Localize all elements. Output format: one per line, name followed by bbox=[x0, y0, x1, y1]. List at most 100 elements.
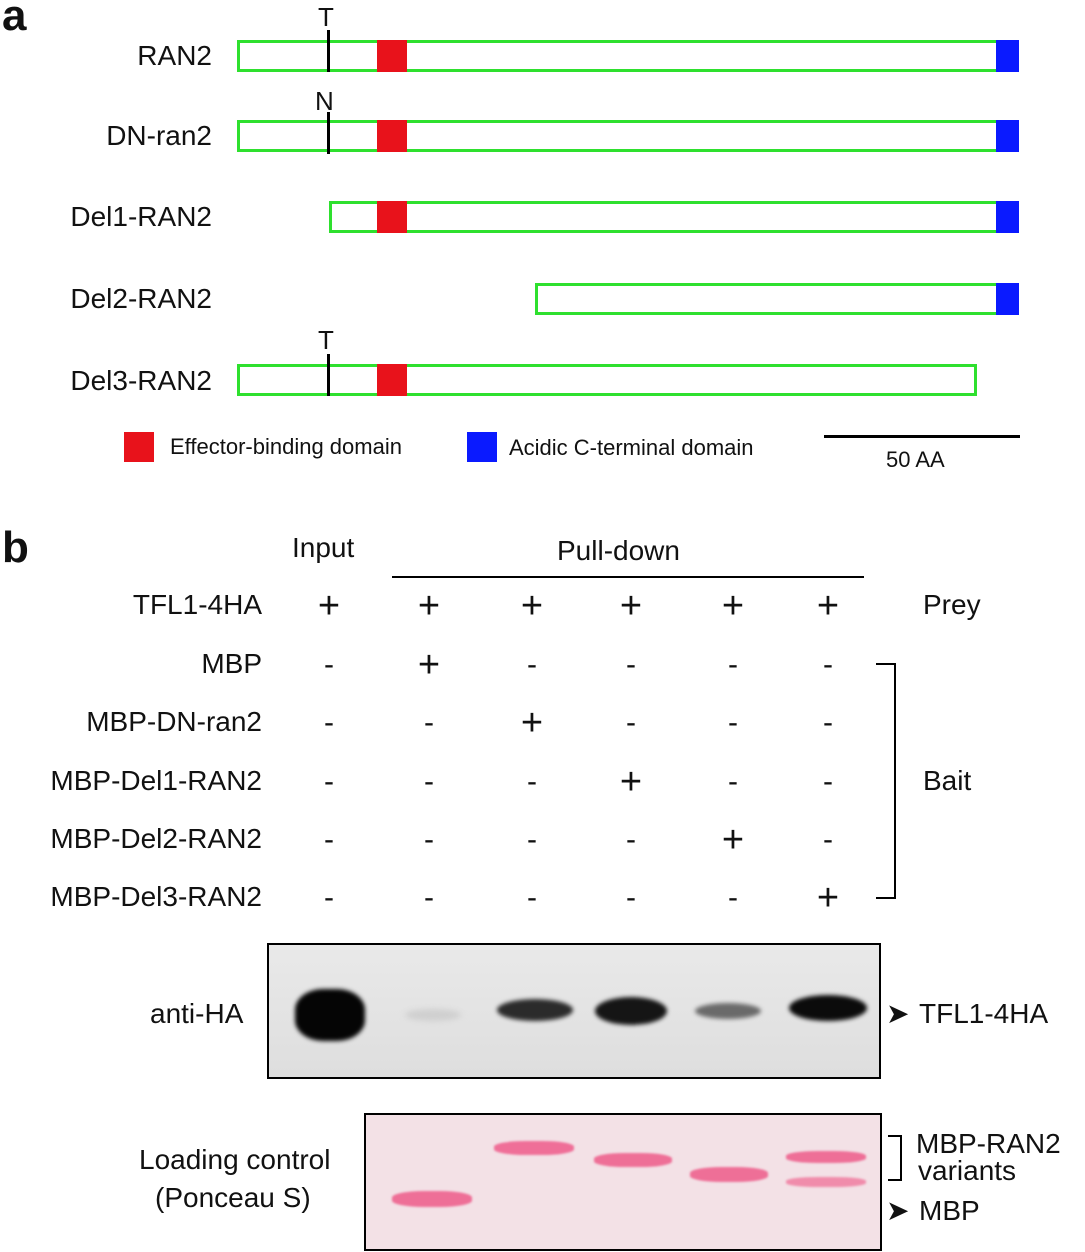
mbp-band-label: MBP bbox=[919, 1195, 980, 1226]
input-header: Input bbox=[292, 532, 355, 563]
legend-effector-label: Effector-binding domain bbox=[170, 434, 402, 459]
row-label: MBP-Del1-RAN2 bbox=[50, 765, 262, 796]
sign-cell: - bbox=[728, 765, 738, 798]
sign-cell: - bbox=[424, 706, 434, 739]
sign-cell: - bbox=[527, 648, 537, 681]
sign-cell: - bbox=[424, 823, 434, 856]
antiha-band-label: TFL1-4HA bbox=[919, 998, 1049, 1029]
band-lane-del2 bbox=[695, 1003, 761, 1019]
row-label: MBP-DN-ran2 bbox=[86, 706, 262, 737]
sign-cell: - bbox=[823, 706, 833, 739]
sign-cell: - bbox=[626, 648, 636, 681]
mbp-ran2-label-line1: MBP-RAN2 bbox=[916, 1128, 1061, 1159]
sign-cell: + bbox=[721, 819, 745, 861]
sign-cell: + bbox=[619, 585, 643, 627]
sign-cell: - bbox=[626, 881, 636, 914]
ponceau-band-dn bbox=[494, 1141, 574, 1155]
sign-cell: - bbox=[324, 881, 334, 914]
ponceau-band-del2 bbox=[690, 1167, 768, 1182]
sign-cell: + bbox=[520, 702, 544, 744]
row-label: MBP-Del2-RAN2 bbox=[50, 823, 262, 854]
effector-domain-dn-ran2 bbox=[377, 120, 407, 152]
mutation-line-ran2 bbox=[327, 30, 330, 72]
band-lane-mbp bbox=[405, 1009, 461, 1021]
sign-cell: + bbox=[317, 585, 341, 627]
band-lane-del1 bbox=[595, 997, 667, 1025]
sign-cell: - bbox=[823, 765, 833, 798]
ponceau-band-del3-lower bbox=[786, 1177, 866, 1187]
sign-cell: + bbox=[520, 585, 544, 627]
sign-cell: - bbox=[626, 706, 636, 739]
construct-label-del2-ran2: Del2-RAN2 bbox=[70, 283, 212, 314]
effector-domain-del3-ran2 bbox=[377, 364, 407, 396]
band-lane-dn bbox=[497, 999, 573, 1021]
pulldown-header: Pull-down bbox=[557, 535, 680, 566]
row-label: MBP-Del3-RAN2 bbox=[50, 881, 262, 912]
mbp-band-arrow: ➤ bbox=[886, 1195, 910, 1226]
sign-cell: + bbox=[816, 877, 840, 919]
acidic-domain-dn-ran2 bbox=[996, 120, 1019, 152]
scale-bar-label: 50 AA bbox=[886, 447, 945, 472]
ponceau-band-del3 bbox=[786, 1151, 866, 1163]
mutation-letter-del3-ran2: T bbox=[318, 325, 334, 355]
ponceau-band-del1 bbox=[594, 1153, 672, 1167]
effector-domain-del1-ran2 bbox=[377, 201, 407, 233]
mutation-line-del3-ran2 bbox=[327, 354, 330, 396]
construct-bar-del3-ran2 bbox=[237, 364, 977, 396]
legend-effector-swatch bbox=[124, 432, 154, 462]
sign-cell: + bbox=[816, 585, 840, 627]
effector-domain-ran2 bbox=[377, 40, 407, 72]
sign-cell: - bbox=[626, 823, 636, 856]
construct-label-ran2: RAN2 bbox=[137, 40, 212, 71]
sign-cell: - bbox=[728, 648, 738, 681]
construct-bar-del1-ran2 bbox=[329, 201, 1019, 233]
construct-label-dn-ran2: DN-ran2 bbox=[106, 120, 212, 151]
mutation-letter-dn-ran2: N bbox=[315, 86, 334, 116]
panel-a-letter: a bbox=[2, 0, 27, 40]
mutation-letter-ran2: T bbox=[318, 2, 334, 32]
antiha-band-arrow: ➤ bbox=[886, 998, 910, 1029]
sign-cell: - bbox=[728, 881, 738, 914]
sign-cell: + bbox=[417, 585, 441, 627]
construct-label-del1-ran2: Del1-RAN2 bbox=[70, 201, 212, 232]
loading-control-label-line1: Loading control bbox=[139, 1144, 331, 1175]
construct-bar-del2-ran2 bbox=[535, 283, 1019, 315]
sign-cell: - bbox=[823, 648, 833, 681]
sign-cell: - bbox=[527, 765, 537, 798]
ponceau-band-mbp bbox=[392, 1191, 472, 1207]
sign-cell: - bbox=[527, 881, 537, 914]
mbp-ran2-label-line2: variants bbox=[918, 1155, 1017, 1186]
sign-cell: - bbox=[324, 706, 334, 739]
band-lane-del3 bbox=[789, 995, 867, 1021]
mbp-ran2-bracket bbox=[888, 1135, 902, 1181]
row-label: TFL1-4HA bbox=[132, 589, 262, 620]
acidic-domain-ran2 bbox=[996, 40, 1019, 72]
pulldown-underline bbox=[392, 576, 864, 578]
construct-label-del3-ran2: Del3-RAN2 bbox=[70, 365, 212, 396]
legend-acidic-swatch bbox=[467, 432, 497, 462]
loading-control-label-line2: (Ponceau S) bbox=[155, 1182, 311, 1213]
sign-cell: - bbox=[324, 765, 334, 798]
acidic-domain-del1-ran2 bbox=[996, 201, 1019, 233]
sign-cell: - bbox=[424, 765, 434, 798]
bait-label: Bait bbox=[923, 765, 972, 796]
sign-cell: + bbox=[721, 585, 745, 627]
sign-cell: + bbox=[619, 761, 643, 803]
panel-b-letter: b bbox=[2, 523, 29, 572]
construct-bar-ran2 bbox=[237, 40, 1019, 72]
antiha-blot bbox=[267, 943, 881, 1079]
mutation-line-dn-ran2 bbox=[327, 112, 330, 154]
sign-cell: - bbox=[728, 706, 738, 739]
sign-cell: - bbox=[527, 823, 537, 856]
construct-bar-dn-ran2 bbox=[237, 120, 1019, 152]
band-input bbox=[295, 989, 365, 1041]
sign-cell: - bbox=[424, 881, 434, 914]
sign-cell: - bbox=[324, 823, 334, 856]
scale-bar bbox=[824, 435, 1020, 438]
ponceau-blot bbox=[364, 1113, 882, 1251]
sign-cell: + bbox=[417, 644, 441, 686]
prey-label: Prey bbox=[923, 589, 981, 620]
bait-bracket bbox=[876, 663, 896, 899]
sign-cell: - bbox=[324, 648, 334, 681]
antiha-label: anti-HA bbox=[150, 998, 244, 1029]
